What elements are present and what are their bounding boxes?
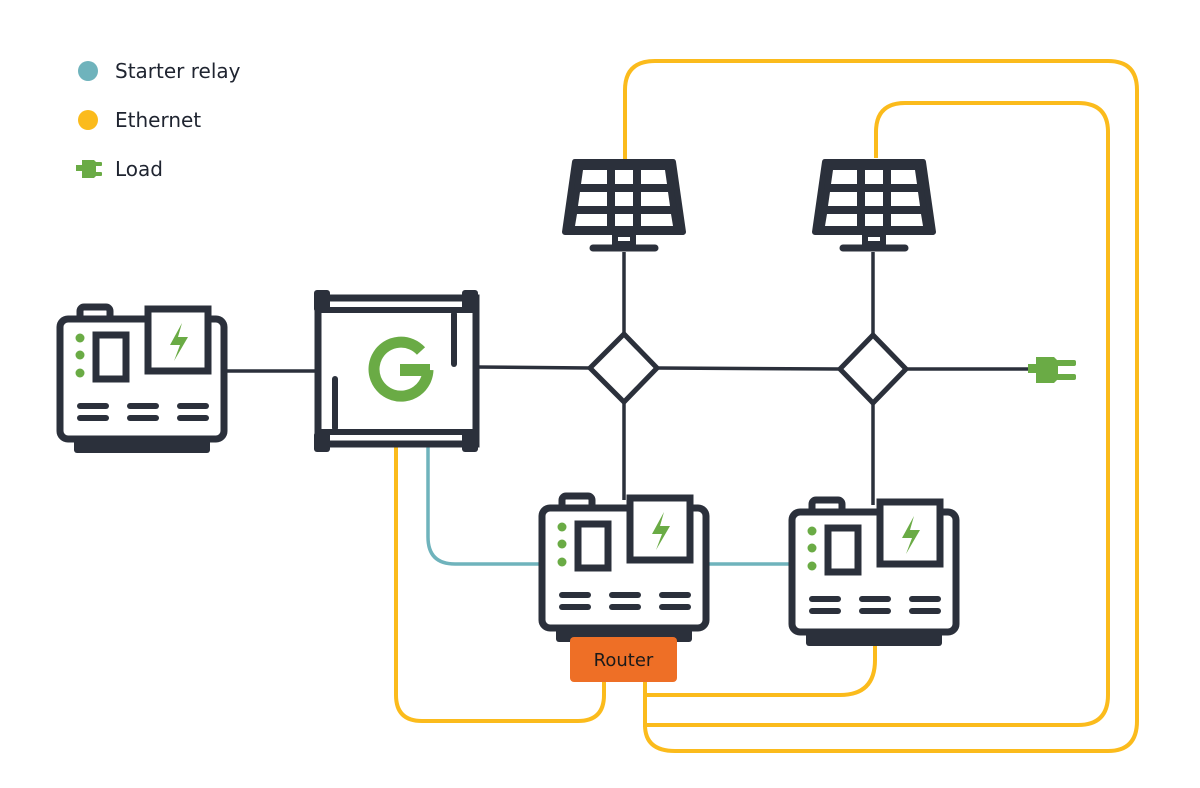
ethernet-router-generator3 — [643, 644, 877, 697]
legend-item-load: Load — [76, 157, 163, 181]
legend-item-ethernet: Ethernet — [78, 108, 201, 132]
generator-main[interactable] — [60, 307, 224, 453]
junction-2[interactable] — [837, 332, 909, 406]
load[interactable] — [1028, 357, 1076, 383]
generator-3[interactable] — [792, 500, 956, 646]
ethernet-controller-router — [394, 445, 606, 723]
junction-1[interactable] — [587, 331, 660, 405]
legend-label-load: Load — [115, 157, 163, 181]
power-lines — [225, 252, 1030, 505]
legend-label-ethernet: Ethernet — [115, 108, 201, 132]
starter-relay-controller-generator2 — [426, 445, 541, 566]
legend-label-starter-relay: Starter relay — [115, 59, 241, 83]
router[interactable]: Router — [570, 637, 677, 682]
legend: Starter relay Ethernet Load — [76, 59, 241, 181]
router-box — [570, 637, 677, 682]
yellow-dot-icon — [78, 110, 98, 130]
plug-icon — [76, 160, 102, 178]
generator-icon — [792, 500, 956, 646]
power-line-junction1-junction2 — [656, 366, 841, 371]
controller[interactable] — [314, 290, 480, 452]
generator-icon — [60, 307, 224, 453]
solar-panel-2[interactable] — [815, 162, 933, 248]
ethernet-router-solar2 — [643, 101, 1110, 727]
plug-icon — [1028, 357, 1076, 383]
power-line-controller-junction1 — [475, 365, 591, 370]
generator-icon — [542, 496, 706, 642]
generator-2[interactable] — [542, 496, 706, 642]
g-logo-icon — [368, 336, 434, 402]
solar-panel-1[interactable] — [565, 162, 683, 248]
solar-panel-icon — [815, 162, 933, 248]
teal-dot-icon — [78, 61, 98, 81]
diamond-icon — [587, 331, 660, 405]
ethernet-router-solar1 — [623, 59, 1139, 753]
router-label: Router — [594, 650, 654, 671]
legend-item-starter-relay: Starter relay — [78, 59, 241, 83]
starter-relay-lines — [426, 445, 792, 566]
solar-panel-icon — [565, 162, 683, 248]
ethernet-lines — [394, 59, 1139, 753]
diamond-icon — [837, 332, 909, 406]
